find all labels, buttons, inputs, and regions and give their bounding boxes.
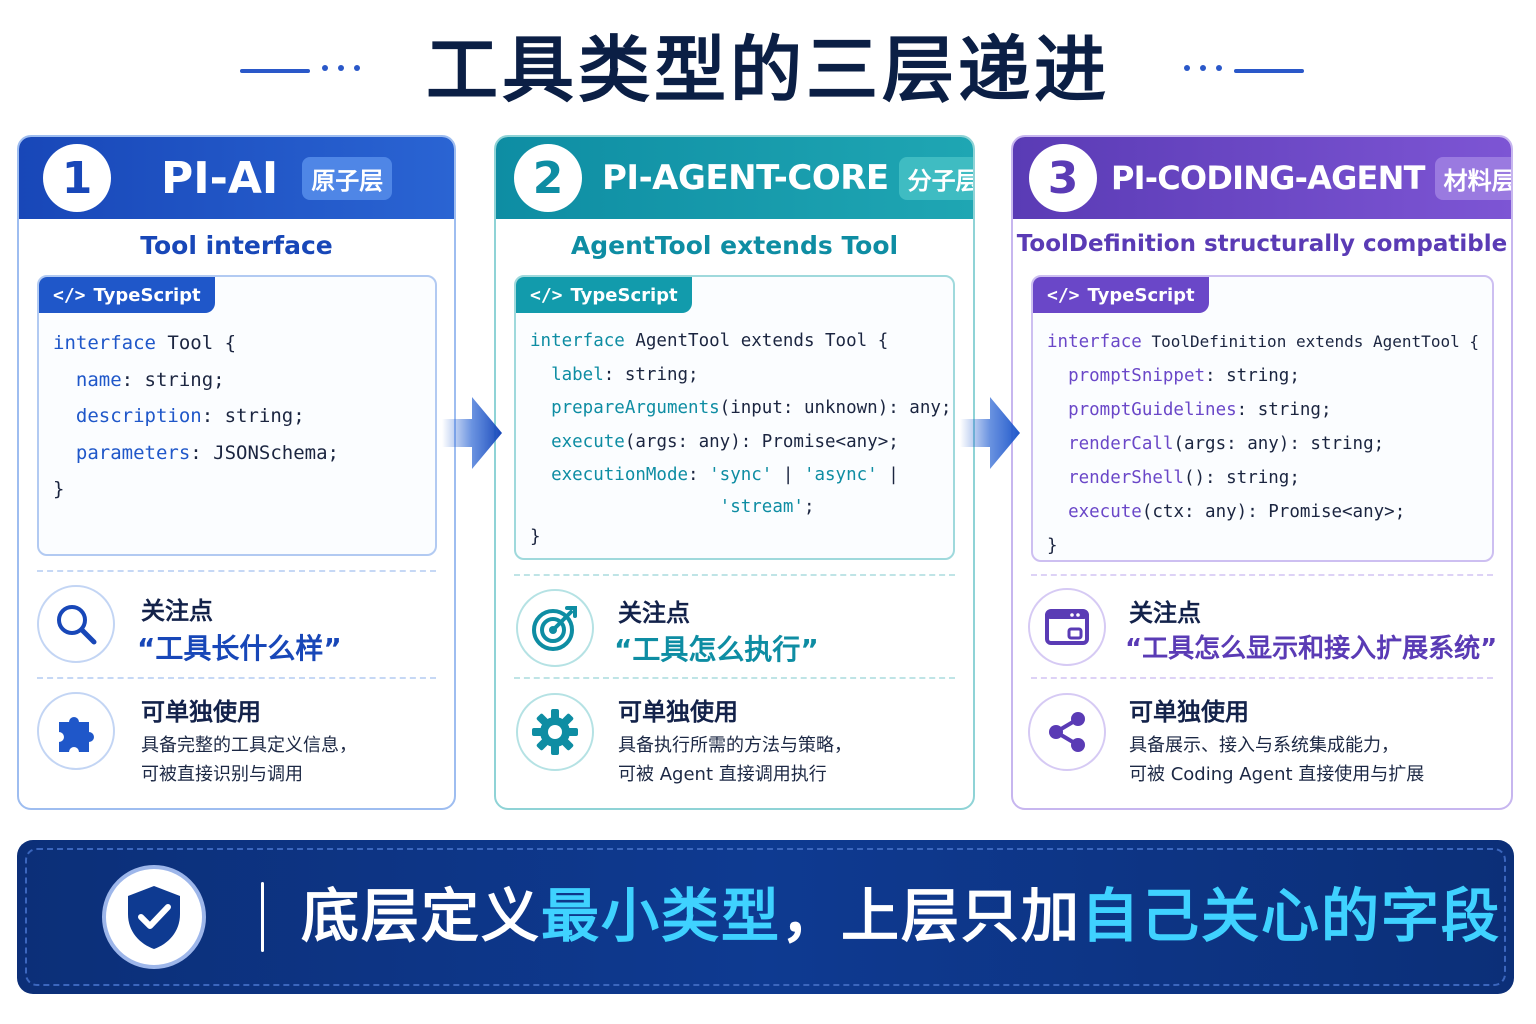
gear-icon [516,693,594,771]
divider [37,570,436,572]
typescript-tab: </> TypeScript [39,277,215,313]
code-line: prepareArguments(input: unknown): any; [551,398,952,418]
code-box: </> TypeScript interface Tool { name: st… [37,275,437,556]
layer-subtitle: Tool interface [140,231,333,260]
code-line: executionMode: 'sync' | 'async' | [551,465,899,485]
layer-card-pi-ai: 1 PI-AI 原子层 Tool interface </> TypeScrip… [17,135,456,810]
code-line: } [530,526,541,547]
code-line: renderCall(args: any): string; [1068,434,1385,454]
code-line: } [53,478,65,500]
typescript-tab: </> TypeScript [516,277,692,313]
banner-text: 底层定义最小类型，上层只加自己关心的字段 [301,882,1502,950]
code-line: execute(args: any): Promise<any>; [551,431,899,452]
divider [1031,677,1493,679]
layer-number: 3 [1029,144,1097,212]
use-title: 可单独使用 [1129,698,1249,726]
layer-subtitle: ToolDefinition structurally compatible [1016,231,1508,257]
divider [514,677,955,679]
code-lang-label: TypeScript [570,284,678,306]
focus-quote: “工具怎么执行” [614,633,819,666]
banner-border [25,848,1506,986]
divider [514,574,955,576]
code-box: </> TypeScript interface AgentTool exten… [514,275,955,560]
title-left-line [240,69,310,73]
divider [37,677,436,679]
code-lang-label: TypeScript [93,284,201,306]
code-line: name: string; [75,368,225,391]
banner-separator [261,882,264,952]
code-line: promptGuidelines: string; [1068,400,1332,420]
focus-label: 关注点 [618,599,690,627]
layer-number: 2 [514,144,582,212]
puzzle-icon [37,692,115,770]
layer-number: 1 [43,144,111,212]
title-right-dots [1184,65,1222,71]
arrow-right-icon [960,397,1020,469]
code-block: interface Tool { name: string; descripti… [53,325,339,508]
code-icon: </> [1047,284,1080,306]
use-line: 具备展示、接入与系统集成能力， [1129,735,1399,756]
use-line: 具备执行所需的方法与策略， [618,735,852,756]
code-icon: </> [530,284,563,306]
focus-label: 关注点 [141,597,213,625]
focus-quote: “工具怎么显示和接入扩展系统” [1125,634,1498,664]
code-lang-label: TypeScript [1087,284,1195,306]
code-line: renderShell(): string; [1068,468,1300,488]
typescript-tab: </> TypeScript [1033,277,1209,313]
use-title: 可单独使用 [618,698,738,726]
layer-tag: 材料层 [1434,156,1511,200]
use-line: 可被 Agent 直接调用执行 [618,764,827,785]
card-header: 2 PI-AGENT-CORE 分子层 [496,137,973,219]
code-line: interface ToolDefinition extends AgentTo… [1047,332,1479,352]
layer-name: PI-AI [161,152,279,204]
layer-subtitle: AgentTool extends Tool [570,231,899,260]
code-line: promptSnippet: string; [1068,366,1300,386]
search-icon [37,585,115,663]
code-block: interface AgentTool extends Tool { label… [530,325,951,554]
page-title: 工具类型的三层递进 [425,28,1110,112]
code-icon: </> [53,284,86,306]
layer-tag: 分子层 [898,156,973,200]
code-line: execute(ctx: any): Promise<any>; [1068,502,1406,522]
layer-name: PI-AGENT-CORE [602,158,889,198]
code-line: description: string; [75,405,305,427]
title-left-dots [322,65,360,71]
layer-card-pi-coding-agent: 3 PI-CODING-AGENT 材料层 ToolDefinition str… [1011,135,1513,810]
use-title: 可单独使用 [141,698,261,726]
layer-tag: 原子层 [302,156,393,200]
layer-name: PI-CODING-AGENT [1111,159,1425,197]
focus-label: 关注点 [1129,599,1201,627]
shield-check-icon [102,865,206,969]
code-line: interface AgentTool extends Tool { [530,331,889,351]
code-line: interface Tool { [53,332,237,354]
target-icon [516,589,594,667]
share-icon [1028,693,1106,771]
title-row: 工具类型的三层递进 [0,18,1536,118]
code-line: } [1047,536,1058,556]
use-line: 可被直接识别与调用 [141,764,303,785]
code-line: 'stream'; [719,496,815,517]
card-header: 3 PI-CODING-AGENT 材料层 [1013,137,1511,219]
code-line: label: string; [551,364,699,385]
divider [1031,574,1493,576]
card-header: 1 PI-AI 原子层 [19,137,454,219]
code-box: </> TypeScript interface ToolDefinition … [1031,275,1494,562]
layer-card-pi-agent-core: 2 PI-AGENT-CORE 分子层 AgentTool extends To… [494,135,975,810]
code-line: parameters: JSONSchema; [75,441,339,464]
title-right-line [1234,69,1304,73]
focus-quote: “工具长什么样” [137,632,342,665]
use-line: 可被 Coding Agent 直接使用与扩展 [1129,764,1425,785]
use-line: 具备完整的工具定义信息， [141,735,357,756]
code-block: interface ToolDefinition extends AgentTo… [1047,325,1479,560]
window-icon [1028,588,1106,666]
summary-banner: 底层定义最小类型，上层只加自己关心的字段 [17,840,1514,994]
arrow-right-icon [442,397,502,469]
